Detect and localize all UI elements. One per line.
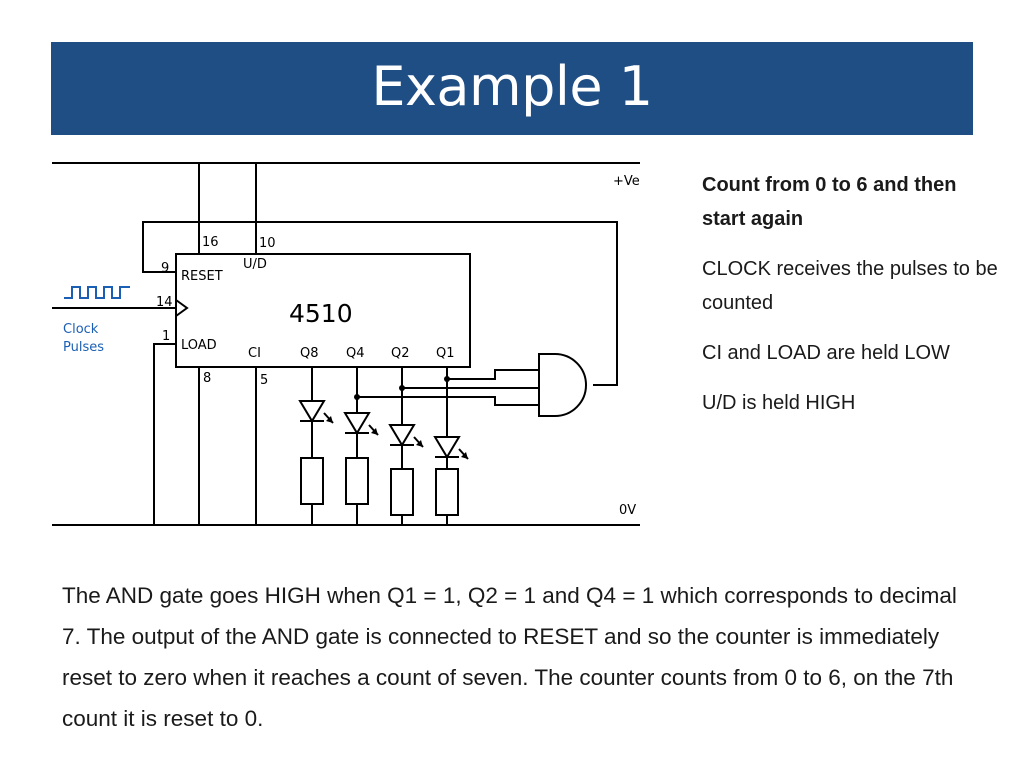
q2-pin-label: Q2 [391, 346, 410, 361]
note-goal: Count from 0 to 6 and then start again [702, 174, 957, 230]
title-bar: Example 1 [51, 42, 973, 135]
led-q1 [433, 436, 469, 469]
supply-label: +Ve [613, 174, 640, 189]
pin-10-number: 10 [259, 236, 276, 251]
note-ud: U/D is held HIGH [702, 392, 856, 414]
wire-reset-feedback [142, 221, 618, 386]
junction-q2 [399, 385, 405, 391]
wire-pin1-load [153, 343, 176, 525]
junction-q4 [354, 394, 360, 400]
q4-pin-label: Q4 [346, 346, 365, 361]
reset-pin-label: RESET [181, 269, 223, 284]
counter-circuit-diagram: +Ve 0V 16 10 9 14 1 8 5 RESET U/D LOAD C… [52, 162, 640, 526]
slide-title: Example 1 [371, 55, 653, 118]
resistor-q8 [300, 457, 324, 505]
notes-panel: Count from 0 to 6 and then start again C… [702, 168, 1002, 436]
chip-name: 4510 [289, 299, 353, 328]
clock-label: Clock [63, 322, 99, 337]
clock-input-marker [175, 299, 189, 317]
led-q2 [388, 424, 424, 469]
q1-pin-label: Q1 [436, 346, 455, 361]
clock-waveform-icon [64, 286, 130, 299]
and-gate [538, 353, 587, 417]
wire-and-input-q1 [447, 369, 539, 380]
pin-16-number: 16 [202, 235, 219, 250]
pin-5-number: 5 [260, 373, 268, 388]
pin-14-number: 14 [156, 295, 173, 310]
junction-q1 [444, 376, 450, 382]
pin-9-number: 9 [161, 261, 169, 276]
pulses-label: Pulses [63, 340, 104, 355]
explanation-paragraph: The AND gate goes HIGH when Q1 = 1, Q2 =… [62, 583, 957, 731]
chip-4510-body [175, 253, 471, 368]
resistor-q1 [435, 468, 459, 516]
ud-pin-label: U/D [243, 257, 267, 272]
led-q4 [343, 412, 379, 458]
pin-1-number: 1 [162, 329, 170, 344]
q8-pin-label: Q8 [300, 346, 319, 361]
ci-pin-label: CI [248, 346, 261, 361]
load-pin-label: LOAD [181, 338, 217, 353]
note-clock: CLOCK receives the pulses to be counted [702, 258, 998, 314]
pin-8-number: 8 [203, 371, 211, 386]
ground-label: 0V [619, 503, 636, 518]
wire-and-input-q4 [357, 396, 539, 406]
resistor-q2 [390, 468, 414, 516]
resistor-q4 [345, 457, 369, 505]
led-q8 [298, 400, 334, 458]
note-ci-load: CI and LOAD are held LOW [702, 342, 950, 364]
